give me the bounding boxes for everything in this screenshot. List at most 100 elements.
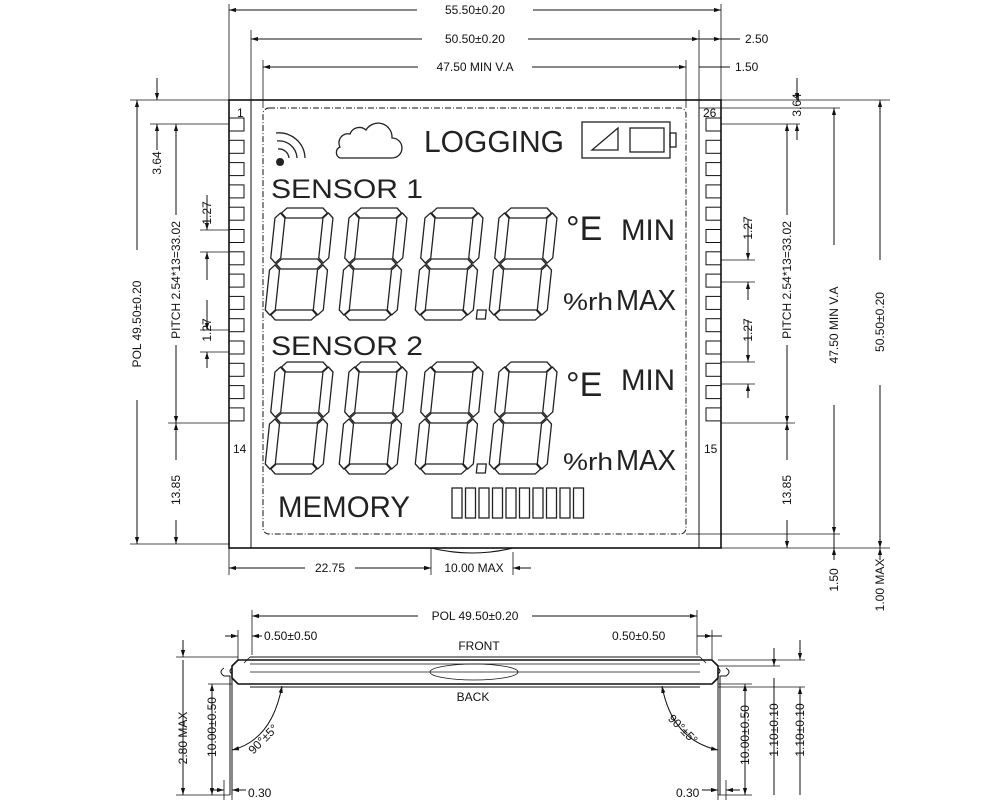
pin xyxy=(228,184,245,199)
memory-bar-segment xyxy=(464,487,477,519)
side-view: FRONT BACK POL 49.50±0.20 0.50±0.50 0.50… xyxy=(176,609,807,800)
segment-d xyxy=(343,463,392,475)
pin xyxy=(228,385,245,400)
segment-g xyxy=(275,258,324,270)
viewing-area xyxy=(262,107,687,535)
dim-angle-right: 90°±5° xyxy=(665,711,701,747)
pin xyxy=(705,139,722,154)
pins-right xyxy=(705,117,722,422)
pin xyxy=(228,139,245,154)
dim-offset-2-50: 2.50 xyxy=(745,32,769,46)
seven-segment-digit xyxy=(488,361,558,475)
segment-f xyxy=(344,212,360,264)
wifi-icon xyxy=(275,132,306,166)
dim-leg-right: 10.00±0.50 xyxy=(738,705,752,765)
pin xyxy=(228,362,245,377)
pin xyxy=(705,251,722,266)
pin xyxy=(705,385,722,400)
pin xyxy=(228,273,245,288)
dim-max-1-00: 1.00 MAX xyxy=(873,559,887,612)
dim-t1: 1.10±0.10 xyxy=(767,703,781,757)
pin xyxy=(228,251,245,266)
sensor2-label: SENSOR 2 xyxy=(271,331,423,361)
seven-segment-digit xyxy=(338,361,408,475)
segment-a xyxy=(280,361,329,373)
cloud-icon xyxy=(335,122,403,159)
seven-segment-digit xyxy=(414,361,487,475)
segment-a xyxy=(504,361,553,373)
segment-a xyxy=(280,207,329,219)
memory-bar-segment xyxy=(572,487,585,519)
unit-temp-1: °E xyxy=(566,210,602,248)
segment-e xyxy=(338,418,355,470)
segment-c xyxy=(536,418,553,470)
dim-offset-1-50-top: 1.50 xyxy=(735,60,759,74)
pin xyxy=(705,162,722,177)
segment-b xyxy=(318,212,334,264)
dim-bottom-right: 13.85 xyxy=(780,475,794,505)
min-label-1: MIN xyxy=(621,214,675,247)
segment-c xyxy=(312,264,329,316)
segment-a xyxy=(504,207,553,219)
dim-left-22-75: 22.75 xyxy=(315,561,345,575)
sensor1-label: SENSOR 1 xyxy=(271,174,423,204)
dim-pin-t-right: 0.30 xyxy=(676,786,700,800)
dim-tab-max: 10.00 MAX xyxy=(444,561,503,575)
segment-d xyxy=(493,463,542,475)
memory-bar-segment xyxy=(491,487,504,519)
memory-bar-segment xyxy=(478,487,490,519)
pin xyxy=(228,229,245,243)
pin xyxy=(228,206,245,221)
segment-b xyxy=(542,212,558,264)
segment-e xyxy=(338,264,355,316)
segment-d xyxy=(269,463,318,475)
memory-label: MEMORY xyxy=(278,491,410,524)
segment-e xyxy=(488,264,505,316)
memory-bar-segment xyxy=(532,487,544,519)
pin xyxy=(705,407,722,422)
dim-pitch-right: PITCH 2.54*13=33.02 xyxy=(780,221,794,339)
segment-e xyxy=(488,418,505,470)
dim-t2: 1.10±0.10 xyxy=(793,703,807,757)
dim-overall-width: 55.50±0.20 xyxy=(445,3,505,17)
pin xyxy=(228,318,245,333)
segment-g xyxy=(275,412,324,424)
dim-pin-top-right: 3.64 xyxy=(790,93,804,117)
segment-c xyxy=(312,418,329,470)
segment-dp xyxy=(475,463,487,474)
pin-15-label: 15 xyxy=(704,442,718,456)
dim-pin-top-left: 3.64 xyxy=(150,151,164,175)
segment-b xyxy=(318,366,334,418)
min-label-2: MIN xyxy=(621,364,675,397)
segment-a xyxy=(354,207,403,219)
dim-pin-width-4: 1.27 xyxy=(741,318,755,342)
unit-rh-1: %rh xyxy=(563,289,613,316)
pin xyxy=(705,318,722,333)
logging-label: LOGGING xyxy=(424,124,564,159)
segment-f xyxy=(420,212,436,264)
unit-temp-2: °E xyxy=(566,366,602,404)
bottom-tab xyxy=(430,547,514,554)
segment-b xyxy=(542,366,558,418)
segment-a xyxy=(430,207,479,219)
front-view: 1 14 15 26 LOGGING SENSOR 1 SENSOR 2 °E … xyxy=(228,99,722,554)
segment-b xyxy=(468,212,484,264)
segment-e xyxy=(264,264,281,316)
segment-e xyxy=(264,418,281,470)
dim-offset-1-50-right: 1.50 xyxy=(827,568,841,592)
seven-segment-digit xyxy=(488,207,558,321)
segment-f xyxy=(494,212,510,264)
segment-d xyxy=(419,463,468,475)
segment-d xyxy=(343,309,392,321)
pin-1-label: 1 xyxy=(237,106,244,120)
pins-left xyxy=(228,117,245,422)
segment-e xyxy=(414,264,431,316)
dim-leg-left: 10.00±0.50 xyxy=(205,697,219,757)
segment-g xyxy=(349,258,398,270)
pin xyxy=(705,362,722,377)
dim-pin-width-1: 1.27 xyxy=(200,201,214,225)
pin xyxy=(228,340,245,355)
segment-g xyxy=(349,412,398,424)
memory-bar-segment xyxy=(505,487,517,519)
